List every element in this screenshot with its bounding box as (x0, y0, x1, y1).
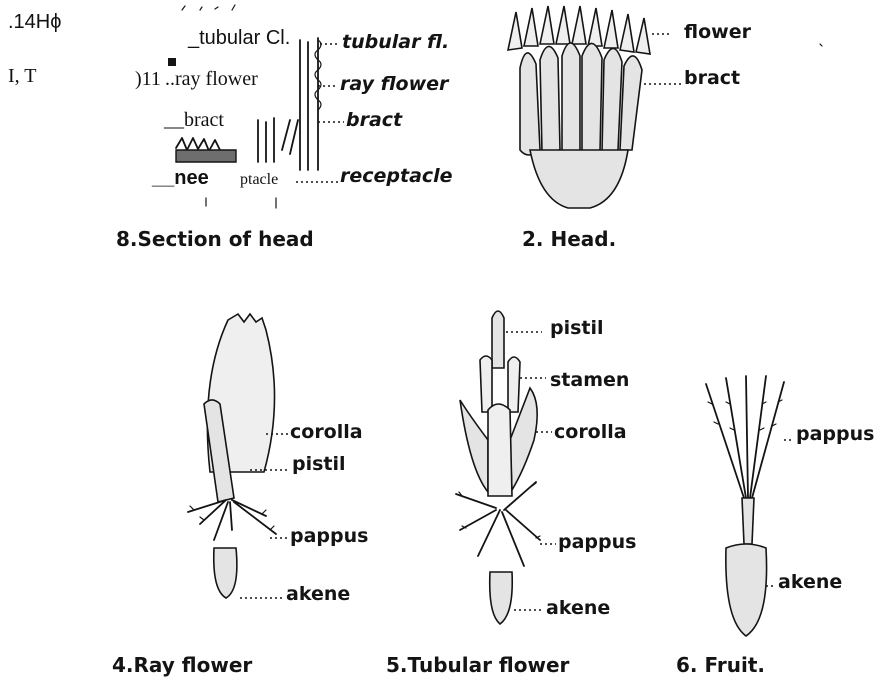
head-florets (508, 6, 650, 54)
head-bract-4 (582, 43, 602, 152)
label-fruit-akene: akene (778, 571, 842, 593)
head-bract-1 (520, 53, 540, 155)
label-fruit-pappus: pappus (796, 423, 874, 445)
tubular-flower-figure: pistil stamen corolla pappus akene 5.Tub… (386, 311, 636, 677)
tubular-corolla-left (460, 400, 488, 492)
head-stray-dot (820, 44, 822, 46)
label-ray-pappus: pappus (290, 525, 368, 547)
head-bract-5 (602, 48, 622, 152)
ocr-receptacle-rest: ptacle (240, 171, 278, 188)
label-head-bract: bract (684, 67, 740, 89)
head-bract-2 (540, 46, 560, 152)
head-bract-3 (562, 43, 580, 152)
ocr-tubular-label: _tubular Cl. (187, 27, 290, 49)
tubular-corolla-center (488, 404, 512, 496)
head-base (530, 150, 628, 208)
label-ray-pistil: pistil (292, 453, 346, 475)
label-tubular-fl: tubular fl. (342, 31, 449, 53)
fruit-akene (726, 544, 767, 636)
label-ray-corolla: corolla (290, 421, 363, 443)
ray-pappus-bristles (188, 500, 276, 540)
label-head-flower: flower (684, 21, 752, 43)
caption-fruit: 6. Fruit. (676, 653, 765, 677)
label-bract-section: bract (346, 109, 403, 131)
section-bracts-right (282, 120, 298, 154)
label-tubular-pappus: pappus (558, 531, 636, 553)
label-tubular-corolla: corolla (554, 421, 627, 443)
fruit-pappus-bristles (706, 376, 784, 498)
ocr-ray-prefix: )11 (135, 68, 161, 90)
label-ray-akene: akene (286, 583, 350, 605)
fruit-figure: pappus akene 6. Fruit. (676, 376, 874, 677)
caption-tubular-flower: 5.Tubular flower (386, 653, 570, 677)
fruit-stalk (742, 498, 754, 544)
section-bottom-marks (206, 198, 276, 208)
section-stray-marks (182, 5, 235, 10)
tubular-stamen-right (508, 357, 520, 412)
label-tubular-stamen: stamen (550, 369, 629, 391)
section-receptacle-band (176, 150, 236, 162)
head-figure: flower bract 2. Head. (508, 6, 822, 251)
section-stalks (258, 118, 274, 162)
tubular-akene (490, 572, 513, 624)
ray-flower-figure: corolla pistil pappus akene 4.Ray flower (112, 314, 368, 677)
section-bract-zigzag (176, 138, 220, 151)
head-bract-6 (620, 56, 642, 150)
caption-section-of-head: 8.Section of head (116, 227, 314, 251)
caption-ray-flower: 4.Ray flower (112, 653, 252, 677)
label-tubular-akene: akene (546, 597, 610, 619)
caption-head: 2. Head. (522, 227, 616, 251)
corner-text-1: .14Hϕ (8, 11, 61, 33)
label-ray-flower: ray flower (340, 73, 450, 95)
section-small-mark (168, 58, 176, 66)
ocr-bract-label: __bract (163, 109, 224, 131)
label-receptacle: receptacle (340, 165, 453, 187)
tubular-stamen-left (480, 356, 492, 412)
ocr-receptacle-bold: __nee (151, 167, 209, 189)
label-tubular-pistil: pistil (550, 317, 604, 339)
ray-akene (214, 548, 237, 598)
ocr-ray-label: ..ray flower (165, 68, 258, 90)
section-outer-wall (300, 38, 318, 170)
corner-text-2: I, T (8, 65, 37, 87)
section-of-head-figure: _tubular Cl. )11 ..ray flower __bract __… (116, 5, 453, 251)
tubular-pistil (492, 311, 504, 368)
